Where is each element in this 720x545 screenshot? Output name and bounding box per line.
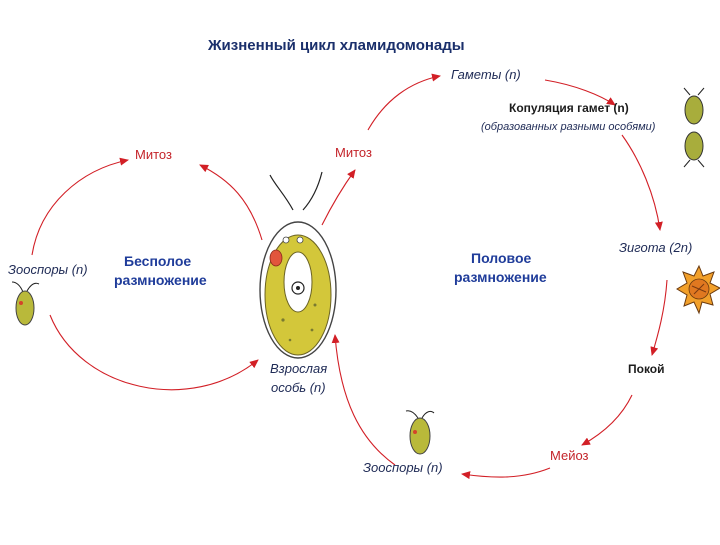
arrow-zoospores-bottom-to-adult (331, 334, 396, 466)
label-sexual-line1: Половое (471, 250, 532, 266)
label-gametes: Гаметы (n) (451, 67, 521, 82)
label-zygote: Зигота (2n) (619, 240, 692, 255)
arrow-gametes-to-copulation (544, 79, 616, 106)
label-copulation-note: (образованных разными особями) (481, 121, 656, 133)
label-copulation: Копуляция гамет (n) (509, 101, 629, 115)
zygote-icon (676, 264, 720, 315)
arrow-zoospores-to-mitosis-left (31, 157, 129, 256)
label-asexual-line2: размножение (114, 272, 207, 288)
label-asexual-line1: Бесполое (124, 253, 191, 269)
arrow-mitosis-left-to-zoospores (199, 164, 263, 241)
arrow-adult-to-mitosis-right (321, 169, 356, 226)
label-rest: Покой (628, 362, 665, 376)
zoospore-left-icon (11, 281, 40, 326)
label-adult-line2: особь (n) (271, 380, 326, 395)
arrow-rest-to-meiosis (581, 394, 633, 446)
label-sexual-line2: размножение (454, 269, 547, 285)
arrow-zoospores-left-to-adult (49, 314, 259, 391)
label-mitosis-right: Митоз (335, 145, 372, 160)
arrow-mitosis-to-gametes (367, 73, 441, 131)
label-zoospores-bottom: Зооспоры (n) (363, 460, 443, 475)
adult-cell-icon (259, 171, 337, 359)
diagram-title: Жизненный цикл хламидомонады (207, 37, 465, 54)
arrow-copulation-to-zygote (621, 134, 663, 231)
label-adult-line1: Взрослая (270, 361, 327, 376)
label-zoospores-left: Зооспоры (n) (8, 262, 88, 277)
label-mitosis-left: Митоз (135, 147, 172, 162)
label-meiosis: Мейоз (550, 448, 589, 463)
arrow-zygote-to-rest (650, 279, 668, 356)
gametes-copulation-icon (683, 87, 705, 168)
arrow-meiosis-to-zoospores (461, 467, 551, 480)
zoospore-bottom-icon (405, 410, 435, 455)
